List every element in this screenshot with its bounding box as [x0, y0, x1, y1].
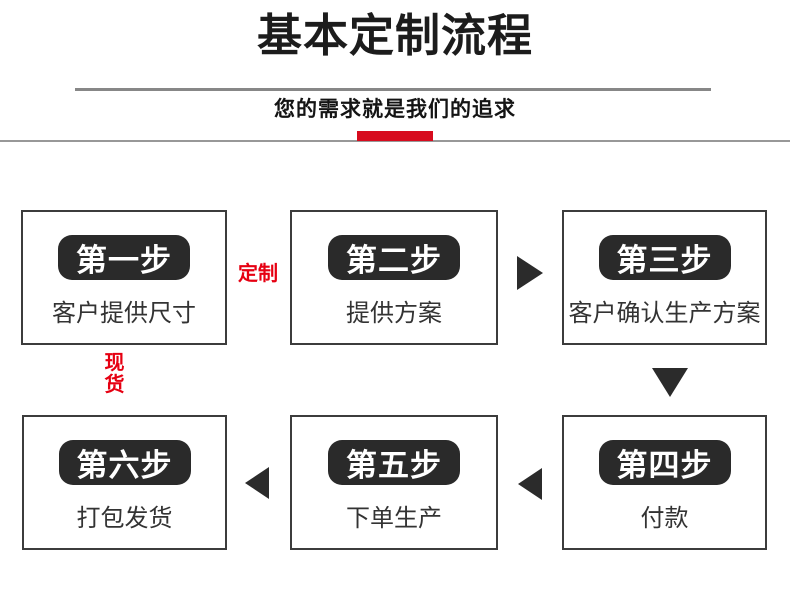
section-divider-line — [0, 140, 790, 142]
step-badge: 第三步 — [598, 235, 731, 280]
arrow-left-icon — [518, 468, 542, 500]
step-box-5: 第五步 下单生产 — [290, 415, 498, 550]
step-description: 提供方案 — [346, 300, 442, 327]
step-box-3: 第三步 客户确认生产方案 — [562, 210, 767, 345]
step-badge: 第五步 — [328, 440, 460, 485]
page-title: 基本定制流程 — [256, 10, 533, 61]
red-accent-bar — [357, 131, 433, 141]
step-description: 付款 — [640, 505, 689, 532]
step-description: 下单生产 — [346, 505, 442, 532]
header-divider-line — [75, 88, 711, 91]
custom-flow-label: 定制 — [238, 263, 278, 285]
stock-flow-label: 现货 — [104, 352, 125, 396]
step-description: 客户确认生产方案 — [568, 300, 761, 327]
step-badge: 第四步 — [598, 440, 731, 485]
step-badge: 第一步 — [58, 235, 190, 280]
page-subtitle: 您的需求就是我们的追求 — [274, 98, 516, 121]
arrow-right-icon — [517, 256, 543, 290]
step-box-1: 第一步 客户提供尺寸 — [21, 210, 227, 345]
step-badge: 第二步 — [328, 235, 460, 280]
step-description: 打包发货 — [76, 505, 173, 532]
step-box-2: 第二步 提供方案 — [290, 210, 498, 345]
arrow-left-icon — [245, 467, 269, 499]
step-box-6: 第六步 打包发货 — [22, 415, 227, 550]
step-description: 客户提供尺寸 — [52, 300, 196, 327]
arrow-down-icon — [652, 368, 688, 397]
step-box-4: 第四步 付款 — [562, 415, 767, 550]
step-badge: 第六步 — [58, 440, 191, 485]
